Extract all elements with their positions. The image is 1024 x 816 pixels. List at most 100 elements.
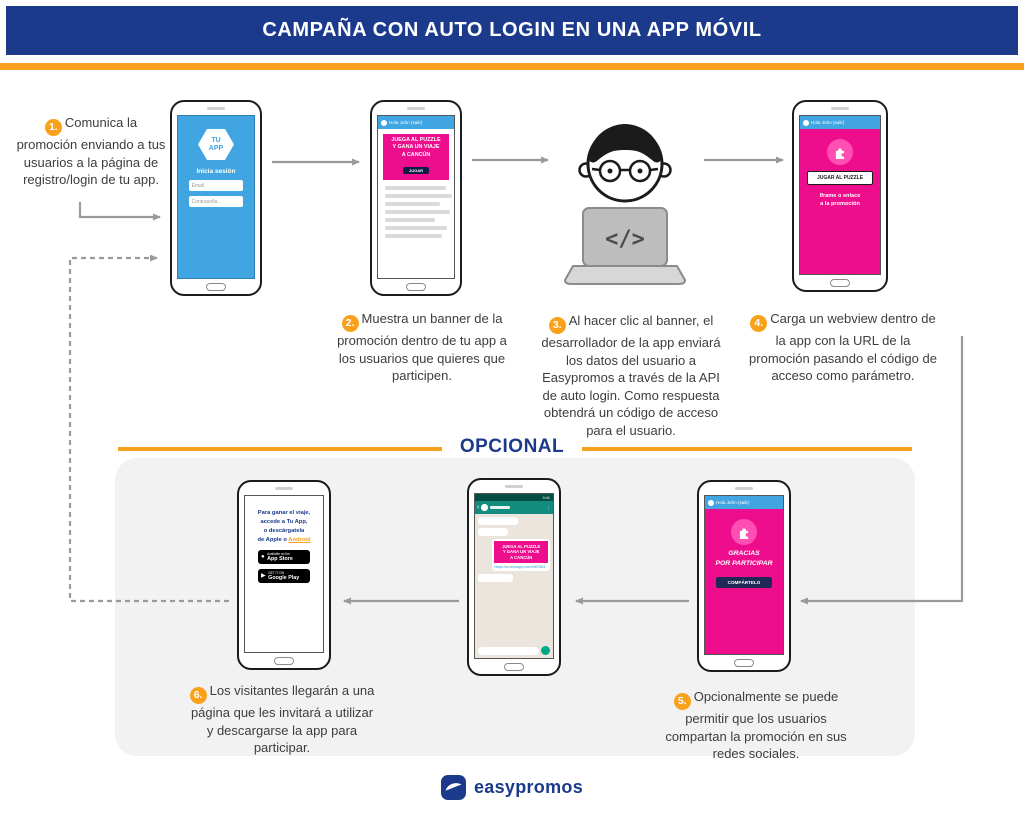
home-button [504,663,524,671]
greeting-text: Hola John (salir) [389,120,423,125]
apple-icon: ● [261,554,265,561]
google-play-badge-text: GET IT ON Google Play [268,571,299,581]
content-placeholder-line [385,218,436,222]
brand-name: easypromos [473,776,584,797]
step-4-text: 4.Carga un webview dentro de la app con … [746,310,940,385]
app-store-top-line: Available on the [267,551,290,556]
tu-app-label: TU APP [208,136,224,152]
step-5-label: Opcionalmente se puede permitir que los … [665,689,847,762]
shared-promo-message: JUEGA AL PUZZLE Y GANA UN VIAJE A CANCÚN… [492,539,550,572]
phone-thanks: Hola John (salir) GRACIAS POR PARTICIPAR… [697,480,791,672]
step-1-label: Comunica la promoción enviando a tus usu… [16,115,166,188]
easypromos-logo-icon [440,774,466,800]
promo-banner-text: JUEGA AL PUZZLE Y GANA UN VIAJE A CANCÚN [391,137,441,158]
google-play-icon: ▶ [261,573,266,580]
step-5-number-badge: 5. [673,693,691,710]
download-text-main: Para ganar el viaje, accede a Tu App, o … [257,510,311,543]
step-6-number-badge: 6. [189,687,207,704]
hair [589,124,661,163]
thanks-body: GRACIAS POR PARTICIPAR COMPÁRTELO [705,509,783,654]
chat-area: JUEGA AL PUZZLE Y GANA UN VIAJE A CANCÚN… [475,514,553,644]
app-header: Hola John (salir) [800,116,880,129]
phone-speaker [505,485,523,488]
content-placeholder-line [385,194,452,198]
opcional-rule-left [118,447,442,451]
developer-drawing: </> [563,124,687,285]
step-3-label: Al hacer clic al banner, el desarrollado… [541,313,721,438]
title-bar: CAMPAÑA CON AUTO LOGIN EN UNA APP MÓVIL [6,6,1018,55]
greeting-text: Hola John (salir) [716,500,750,505]
send-button-icon [541,646,550,655]
phone-download: Para ganar el viaje, accede a Tu App, o … [237,480,331,670]
back-icon: ‹ [477,504,480,511]
step-4-number-badge: 4. [750,315,768,332]
app-store-badge: ● Available on the App Store [258,549,310,565]
puzzle-piece-icon [835,148,845,159]
user-avatar-icon [803,119,809,126]
promo-webview: JUGAR AL PUZZLE Iframe o enlace a la pro… [800,129,880,274]
google-play-top-line: GET IT ON [268,571,284,576]
greeting-text: Hola John (salir) [811,120,845,125]
status-bar: 9:41 [475,494,553,501]
login-title: Inicia sesión [196,168,236,175]
step-1-number-badge: 1. [44,119,62,136]
glasses-temple-left [591,167,601,172]
step-1-text: 1.Comunica la promoción enviando a tus u… [16,114,166,189]
google-play-label: Google Play [268,575,300,582]
arrow-step1-to-login-phone [78,202,161,221]
phone-login: TU APP Inicia sesión Email Contraseña [170,100,262,296]
laptop-base [563,265,687,285]
phone-speaker [275,487,293,490]
step-5-text: 5.Opcionalmente se puede permitir que lo… [660,688,852,763]
whatsapp-header: ‹ ⋮ [475,501,553,514]
phone-speaker [735,487,753,490]
message-input [478,646,539,655]
phone-webview: Hola John (salir) JUGAR AL PUZZLE Iframe… [792,100,888,292]
opcional-heading: OPCIONAL [459,436,565,457]
accent-rule [0,63,1024,70]
google-play-badge: ▶ GET IT ON Google Play [258,569,310,584]
tu-app-logo: TU APP [198,129,234,160]
contact-avatar-icon [481,504,488,511]
footer: easypromos [0,758,1024,816]
step-4-label: Carga un webview dentro de la app con la… [749,311,937,384]
glasses-temple-right [649,167,659,172]
phone-speaker [407,107,425,110]
puzzle-piece-icon [739,528,749,539]
whatsapp-screen: 9:41 ‹ ⋮ JUEGA AL PUZZLE Y GANA UN VIAJE… [474,493,554,659]
step-3-text: 3.Al hacer clic al banner, el desarrolla… [538,312,724,439]
shared-promo-link: https://a.cstmapp.com/987654 [494,564,546,569]
opcional-rule-right [582,447,912,451]
content-placeholder-line [385,210,450,214]
puzzle-icon [731,519,757,545]
home-button [830,279,850,287]
message-input-bar [475,644,553,658]
email-field: Email [188,180,244,191]
android-link: Android [288,536,311,543]
home-button [734,659,754,667]
step-6-label: Los visitantes llegarán a una página que… [190,683,375,756]
banner-screen: Hola John (salir) JUEGA AL PUZZLE Y GANA… [377,115,455,279]
content-placeholder-line [385,186,446,190]
puzzle-icon [827,139,853,165]
play-button: JUGAR [402,166,429,174]
password-field: Contraseña [188,196,244,207]
home-button [406,283,426,291]
chat-bubble [478,528,509,536]
content-placeholder-line [385,202,440,206]
app-store-label: App Store [267,555,293,562]
page-title: CAMPAÑA CON AUTO LOGIN EN UNA APP MÓVIL [262,19,762,41]
step-3-number-badge: 3. [548,317,566,334]
shared-promo-banner: JUEGA AL PUZZLE Y GANA UN VIAJE A CANCÚN [494,541,548,564]
thanks-title: GRACIAS POR PARTICIPAR [715,550,773,568]
thanks-screen: Hola John (salir) GRACIAS POR PARTICIPAR… [704,495,784,655]
code-icon: </> [605,227,645,252]
step-6-text: 6.Los visitantes llegarán a una página q… [186,682,378,757]
promo-banner: JUEGA AL PUZZLE Y GANA UN VIAJE A CANCÚN… [383,134,449,180]
compartelo-button: COMPÁRTELO [716,577,772,589]
user-avatar-icon [708,499,714,506]
home-button [274,657,294,665]
app-header: Hola John (salir) [378,116,454,129]
phone-whatsapp: 9:41 ‹ ⋮ JUEGA AL PUZZLE Y GANA UN VIAJE… [467,478,561,676]
